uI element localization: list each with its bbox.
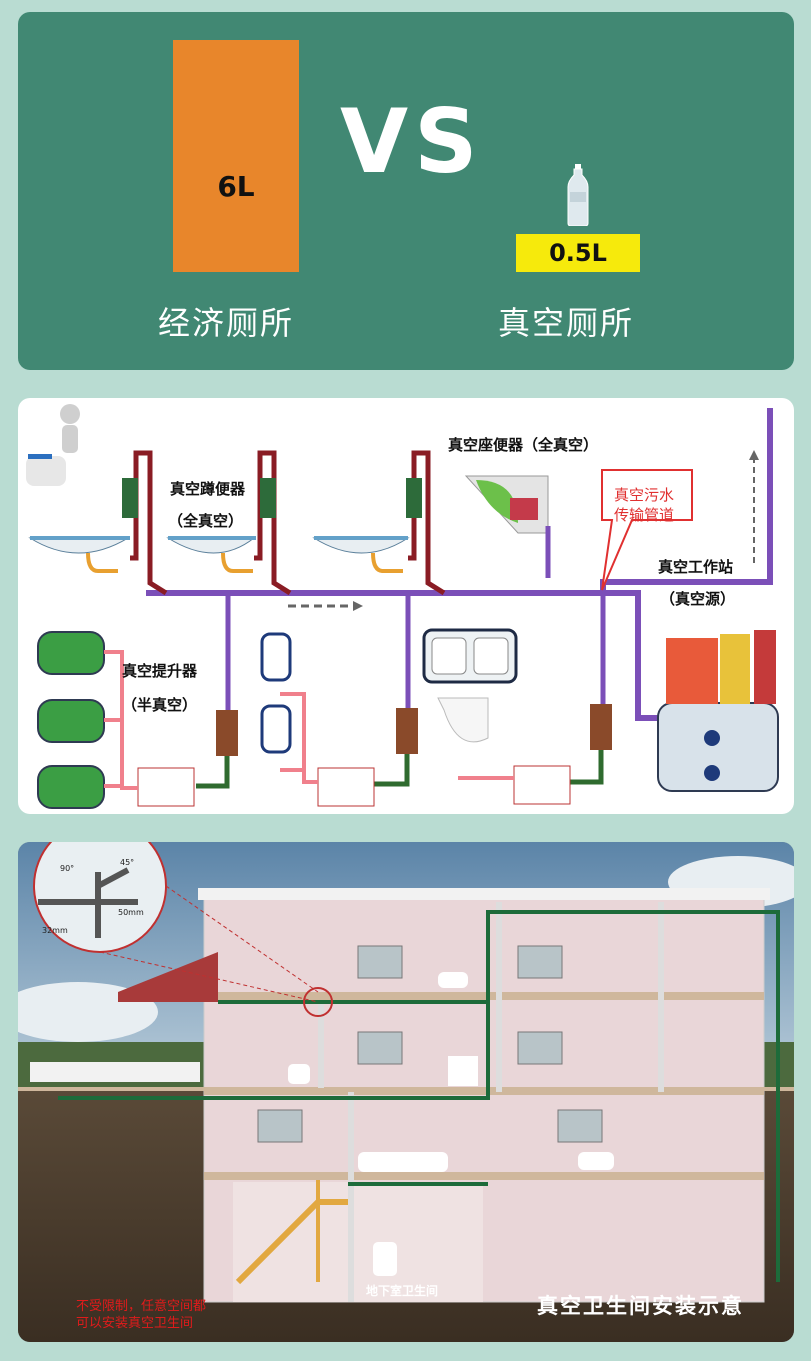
riser-pipe-3: [408, 450, 446, 596]
water-bottle-icon: [567, 164, 589, 226]
basement-label: 地下室卫生间: [366, 1284, 439, 1298]
label-squat-sub: （全真空）: [168, 512, 244, 530]
riser-pipe-1: [130, 450, 168, 596]
economy-volume: 6L: [217, 170, 255, 203]
vacuum-station: [657, 630, 779, 792]
squat-toilet-1: [28, 536, 130, 573]
squat-toilet-2: [166, 536, 256, 573]
house-cutaway: 90° 45° 50mm 32mm 地下室卫生间 不受限制，任意空间都 可以安装…: [18, 842, 794, 1342]
comparison-panel: 6L VS 0.5L 经济厕所 真空厕所: [18, 12, 794, 370]
pipe-callout: [601, 469, 693, 591]
squat-toilet-3: [312, 536, 410, 573]
schematic-drawing: [26, 404, 779, 809]
space-note-line-2: 可以安装真空卫生间: [76, 1316, 194, 1331]
riser-pipe-2: [254, 450, 292, 596]
label-lift: 真空提升器: [122, 662, 198, 680]
dim-32mm: 32mm: [42, 926, 68, 935]
vacuum-volume: 0.5L: [516, 234, 640, 272]
lift-box-3: [513, 765, 571, 805]
valve-1: [122, 478, 138, 518]
lift-valve-1: [216, 710, 238, 756]
label-squat: 真空蹲便器: [170, 480, 246, 498]
system-schematic: 真空蹲便器 （全真空） 真空座便器（全真空） 真空污水 传输管道 真空工作站 （…: [18, 398, 794, 814]
label-lift-sub: （半真空）: [122, 696, 198, 714]
urinating-person-icon: [26, 404, 80, 486]
house-illustration: [18, 842, 794, 1342]
label-pipe-2: 传输管道: [614, 506, 675, 524]
economy-caption: 经济厕所: [158, 304, 295, 342]
installation-caption: 真空卫生间安装示意: [537, 1294, 744, 1318]
urinal-column: [37, 631, 105, 809]
angle-90: 90°: [60, 864, 75, 873]
economy-tank: 6L: [173, 40, 299, 272]
angle-45: 45°: [120, 858, 135, 867]
lift-box-1: [137, 767, 195, 807]
lift-valve-3: [590, 704, 612, 750]
space-note-line-1: 不受限制，任意空间都: [76, 1299, 207, 1314]
wash-basin: [437, 697, 489, 743]
lift-valve-2: [396, 708, 418, 754]
vs-text: VS: [340, 90, 484, 193]
dim-50mm: 50mm: [118, 908, 144, 917]
vacuum-seat-toilet: [464, 475, 551, 578]
valve-2: [260, 478, 276, 518]
label-seat: 真空座便器（全真空）: [448, 436, 599, 454]
lift-box-2: [317, 767, 375, 807]
vacuum-caption: 真空厕所: [498, 304, 635, 342]
label-pipe-1: 真空污水: [614, 486, 675, 504]
space-note: 不受限制，任意空间都 可以安装真空卫生间: [76, 1298, 206, 1332]
label-station-sub: （真空源）: [660, 590, 736, 608]
label-station: 真空工作站: [658, 558, 734, 576]
valve-3: [406, 478, 422, 518]
